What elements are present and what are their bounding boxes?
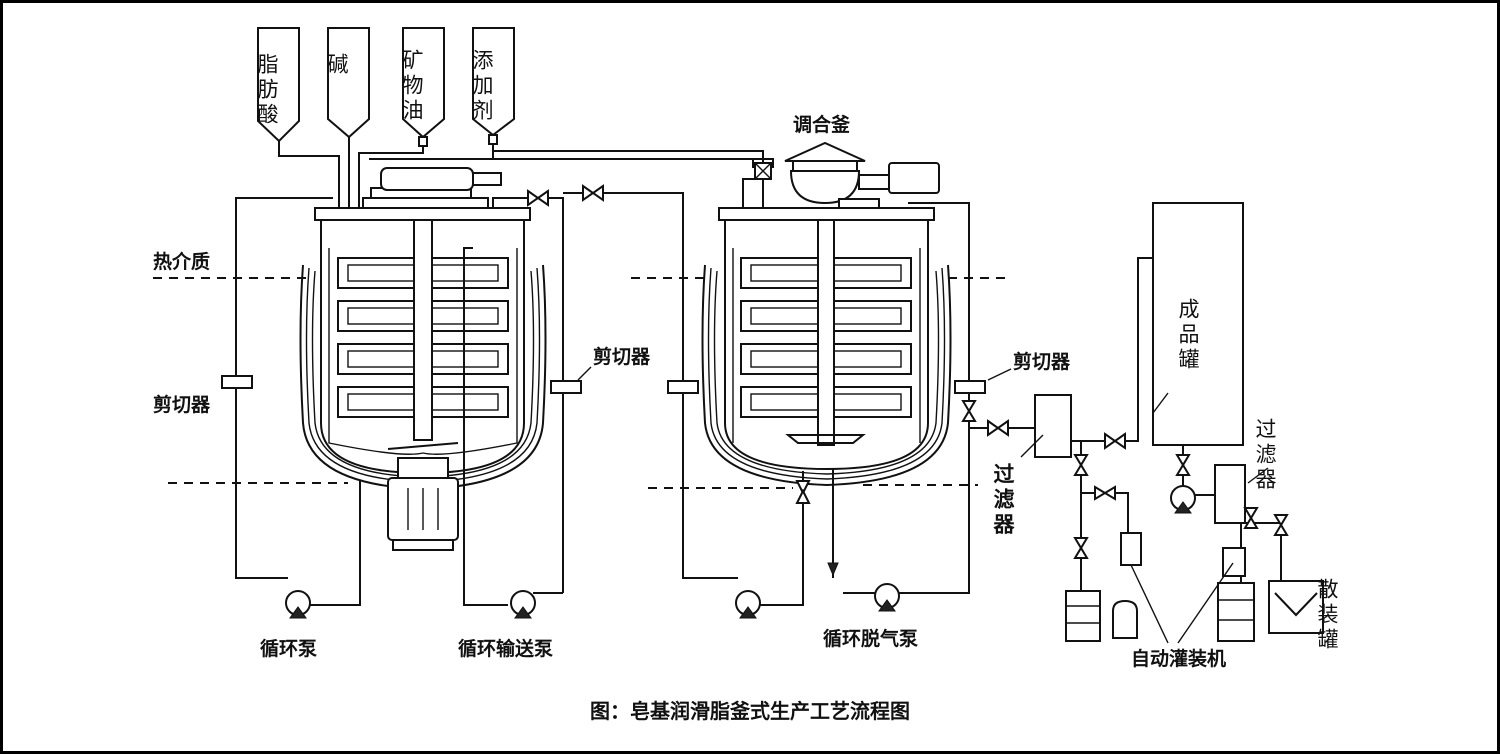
heat-medium-label: 热介质	[153, 250, 210, 273]
valve-transfer-1	[527, 189, 549, 207]
circ-transfer-pump-label: 循环输送泵	[458, 637, 553, 660]
auto-filler-label: 自动灌装机	[1131, 647, 1226, 670]
circ-loop-1	[235, 197, 361, 606]
feed-label-fatty-acid: 脂肪酸	[255, 53, 279, 128]
bulk-tank	[1268, 580, 1324, 634]
valve-outlet-reactor2	[961, 400, 977, 422]
product-tank-label: 成品罐	[1176, 298, 1200, 373]
circ-pump-label: 循环泵	[260, 637, 317, 660]
pail-1	[1112, 599, 1138, 639]
transfer-line	[463, 192, 738, 606]
discharge-line	[969, 419, 1035, 437]
circ-degas-pump	[874, 583, 900, 612]
circ-degas-pump-label: 循环脱气泵	[823, 627, 918, 650]
auto-filler-leaders	[1130, 562, 1234, 644]
feed-label-alkali: 碱	[325, 53, 349, 74]
shear-label-3: 剪切器	[1013, 350, 1071, 373]
circ-loop-2	[758, 471, 811, 606]
feed-hopper-fatty-acid	[257, 27, 300, 151]
circ-pump-2	[735, 590, 761, 619]
feed-piping	[278, 144, 774, 208]
shear-label-2: 剪切器	[593, 345, 651, 368]
feed-label-additive: 添加剂	[470, 49, 494, 124]
valve-transfer-2	[582, 184, 604, 202]
reactor-1	[299, 167, 547, 551]
filler-branch	[1073, 454, 1129, 559]
shear-label-1: 剪切器	[153, 393, 211, 416]
reactor-2	[701, 141, 952, 487]
feed-label-mineral-oil: 矿物油	[400, 49, 424, 124]
shear-device-3	[667, 380, 699, 394]
drum-2	[1217, 582, 1255, 642]
circ-pump-1	[285, 590, 311, 619]
shear-device-4	[954, 380, 986, 394]
drum-1	[1065, 590, 1101, 642]
filter-2	[1214, 464, 1246, 524]
blend-kettle-label: 调合釜	[793, 113, 851, 136]
valves-bulk	[1243, 507, 1289, 536]
feed-hopper-alkali	[327, 27, 370, 208]
shear-device-1	[221, 375, 253, 389]
filter-1	[1034, 394, 1072, 458]
product-tank	[1152, 202, 1244, 446]
shear-device-2	[550, 380, 582, 394]
filler-head-1	[1120, 532, 1142, 566]
filter-label-1: 过滤器	[991, 462, 1016, 538]
circ-transfer-pump	[510, 590, 536, 619]
figure-caption: 图：皂基润滑脂釜式生产工艺流程图	[590, 699, 910, 723]
process-flow-diagram: 脂肪酸 碱 矿物油 添加剂	[153, 27, 1339, 723]
bulk-tank-label: 散装罐	[1315, 578, 1339, 653]
filter-label-2: 过滤器	[1253, 418, 1277, 493]
degas-loop	[827, 202, 970, 594]
